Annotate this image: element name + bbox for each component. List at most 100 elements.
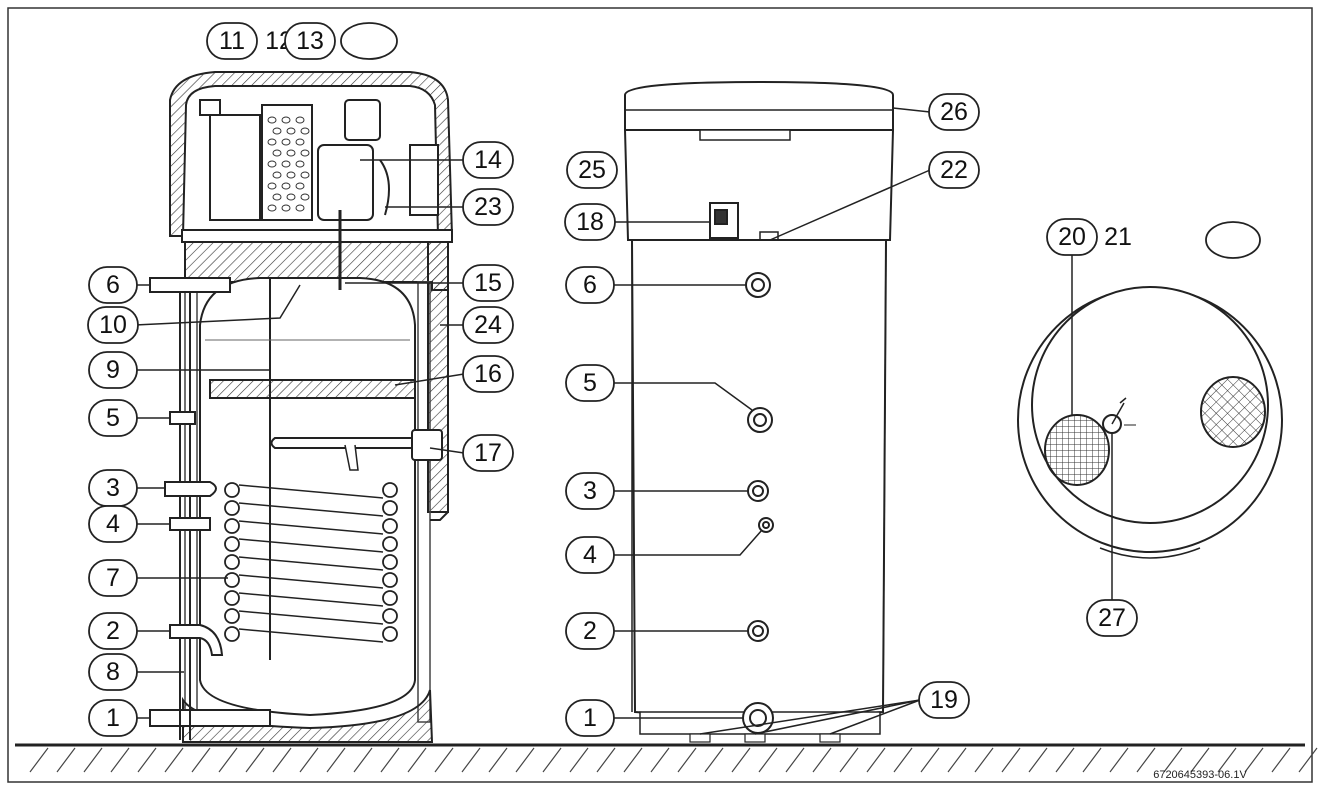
evaporator-fin — [300, 171, 310, 179]
floor-hatch-line — [326, 747, 346, 773]
coil-loop — [382, 626, 398, 642]
evaporator-fin — [286, 171, 296, 179]
coil-loop — [224, 518, 240, 534]
air-outlet-grid — [1044, 414, 1110, 486]
callout-label-l9: 9 — [106, 356, 120, 384]
floor-hatch-line — [542, 747, 562, 773]
callout-label-l15: 15 — [474, 269, 502, 297]
callout-bubble-l6b — [565, 266, 615, 304]
callout-label-l14: 14 — [474, 146, 502, 174]
front-module — [623, 129, 895, 241]
callout-bubble-l17 — [462, 434, 514, 472]
callout-label-l10: 10 — [99, 311, 127, 339]
evaporator-fin — [272, 149, 282, 157]
coil-tube — [238, 484, 384, 499]
coil-loop — [224, 536, 240, 552]
evaporator-fin — [286, 193, 296, 201]
floor-hatch-line — [353, 747, 373, 773]
empty-callout-top-view — [1205, 221, 1261, 259]
callout-bubble-l26 — [928, 93, 980, 131]
callout-bubble-l1b — [565, 699, 615, 737]
floor-hatch-line — [461, 747, 481, 773]
floor-hatch-line — [785, 747, 805, 773]
leader-lines-left — [134, 159, 465, 719]
callout-label-l1b: 1 — [583, 704, 597, 732]
callout-label-l6b: 6 — [583, 271, 597, 299]
fan-unit — [209, 114, 261, 221]
floor-hatch-line — [272, 747, 292, 773]
leader-lines-right — [1071, 255, 1113, 600]
callout-bubble-l7 — [88, 559, 138, 597]
callout-label-l11: 11 — [219, 27, 245, 55]
callout-label-l19: 19 — [930, 686, 958, 714]
leader-lines-middle — [612, 107, 931, 735]
callout-label-l8: 8 — [106, 658, 120, 686]
floor-hatch-line — [515, 747, 535, 773]
coil-loop — [224, 554, 240, 570]
coil-tube — [238, 574, 384, 589]
callout-label-l5b: 5 — [583, 369, 597, 397]
callout-bubble-l6a — [88, 266, 138, 304]
hood-section — [169, 71, 454, 237]
callout-bubble-l9 — [88, 351, 138, 389]
floor-hatch-line — [56, 747, 76, 773]
callout-label-l6a: 6 — [106, 271, 120, 299]
callout-label-l24: 24 — [474, 311, 502, 339]
coil-loop — [224, 572, 240, 588]
coil-loop — [382, 572, 398, 588]
evaporator-fin — [281, 116, 291, 124]
evaporator-fin — [272, 171, 282, 179]
callout-bubble-l22 — [928, 151, 980, 189]
callout-bubble-l11 — [206, 22, 258, 60]
evaporator-fin — [267, 160, 277, 168]
callout-bubble-l27 — [1086, 599, 1138, 637]
coil-tube — [238, 538, 384, 553]
callout-label-l13: 13 — [296, 27, 324, 55]
floor-hatch-line — [1082, 747, 1102, 773]
callout-label-l26: 26 — [940, 98, 968, 126]
callout-label-l25: 25 — [578, 156, 606, 184]
pipe-1 — [149, 709, 271, 727]
callout-label-l23: 23 — [474, 193, 502, 221]
callout-label-l16: 16 — [474, 360, 502, 388]
floor-hatch-line — [83, 747, 103, 773]
compressor — [317, 144, 374, 221]
front-view — [623, 80, 895, 743]
module-base-plate — [181, 229, 453, 243]
evaporator-fin — [267, 116, 277, 124]
callout-bubble-l5a — [88, 399, 138, 437]
callout-bubble-l13 — [284, 22, 336, 60]
evaporator-fin — [300, 193, 310, 201]
callout-bubble-l15 — [462, 264, 514, 302]
evaporator-fin — [267, 138, 277, 146]
floor-hatch-line — [434, 747, 454, 773]
evaporator — [261, 104, 313, 221]
figure-frame — [7, 7, 1313, 783]
callout-bubble-l4b — [565, 536, 615, 574]
floor-hatch-line — [299, 747, 319, 773]
immersion-heater — [270, 437, 421, 449]
floor-hatch-line — [866, 747, 886, 773]
callout-bubble-l25 — [566, 151, 618, 189]
floor-hatch-line — [596, 747, 616, 773]
floor-hatch-line — [1136, 747, 1156, 773]
callout-bubble-l18 — [564, 203, 616, 241]
heater-plate — [209, 379, 416, 399]
front-hood — [624, 80, 894, 131]
callout-bubble-l5b — [565, 364, 615, 402]
floor-hatch-line — [110, 747, 130, 773]
callout-bubble-l2b — [565, 612, 615, 650]
floor-hatch-line — [812, 747, 832, 773]
callout-bubble-l2a — [88, 612, 138, 650]
floor-hatch-line — [1217, 747, 1237, 773]
floor-hatch-line — [380, 747, 400, 773]
floor-hatch-line — [677, 747, 697, 773]
floor-hatch-line — [1190, 747, 1210, 773]
callout-label-l18: 18 — [576, 208, 604, 236]
floor-hatch-line — [650, 747, 670, 773]
evaporator-fin — [272, 127, 282, 135]
floor-hatch-line — [29, 747, 49, 773]
callout-bubble-l1a — [88, 699, 138, 737]
